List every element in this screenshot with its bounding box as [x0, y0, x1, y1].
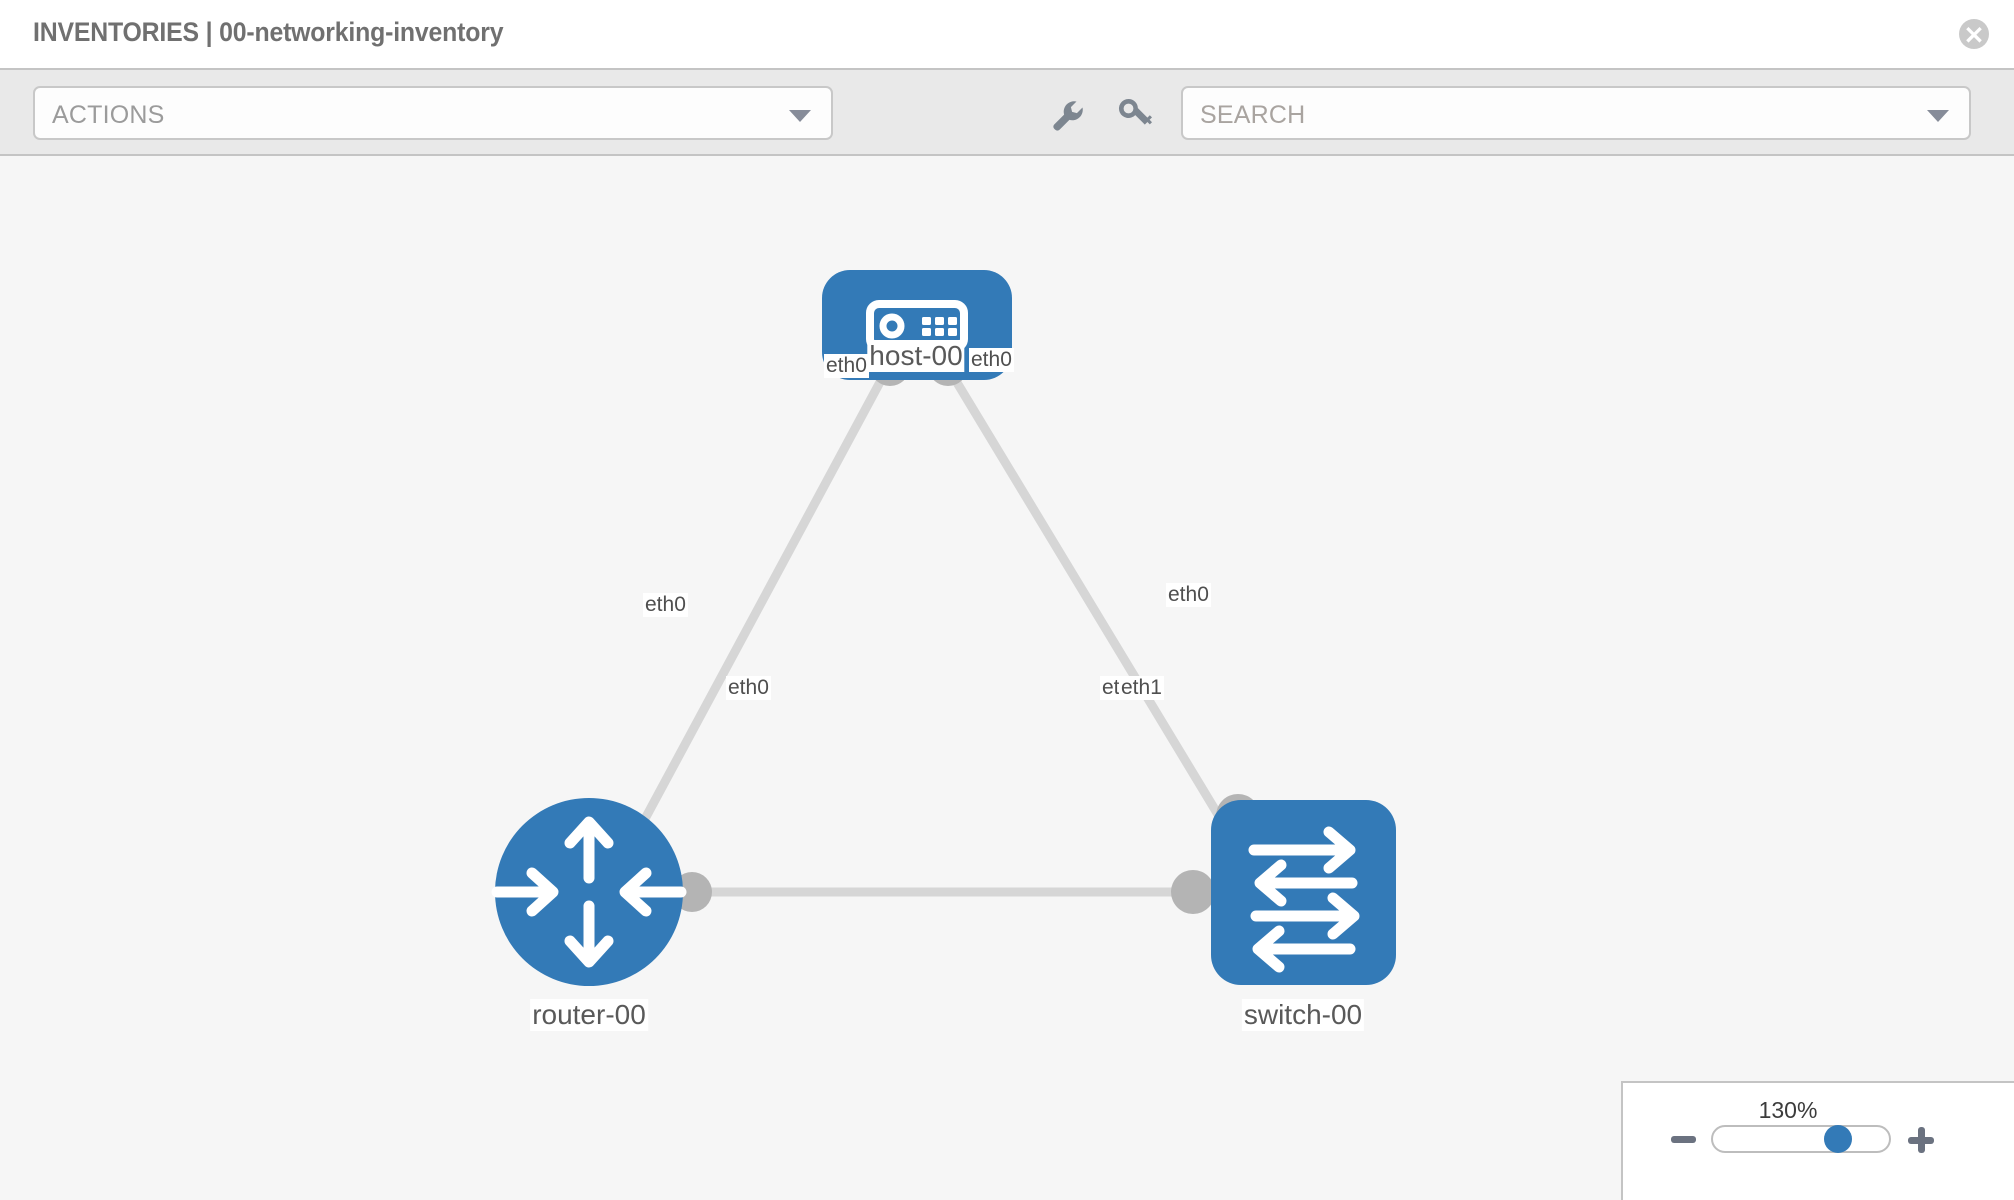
zoom-slider-track[interactable] — [1711, 1125, 1891, 1153]
node-label-host-00: host-00 — [867, 340, 965, 372]
zoom-control-panel: 130% — [1621, 1081, 2014, 1200]
search-input[interactable]: SEARCH — [1181, 86, 1971, 140]
key-icon[interactable] — [1114, 94, 1154, 134]
link-host-switch — [945, 366, 1248, 861]
page-title: INVENTORIES | 00-networking-inventory — [33, 17, 504, 47]
topology-graph — [491, 270, 1396, 986]
edge-label-host-router-host-side: eth0 — [824, 354, 869, 378]
node-router-00 — [491, 798, 687, 986]
page-header: INVENTORIES | 00-networking-inventory — [0, 0, 2014, 68]
edge-label-router-switch-switch-side: eth1 — [1119, 676, 1164, 700]
port-switch-eth1 — [1171, 870, 1215, 914]
actions-dropdown-label: ACTIONS — [52, 101, 165, 129]
zoom-level-value: 130% — [1758, 1097, 1818, 1123]
chevron-down-icon — [789, 110, 811, 122]
edge-label-host-switch-switch-side: eth0 — [1166, 583, 1211, 607]
node-label-router-00: router-00 — [530, 999, 648, 1031]
node-switch-00 — [1211, 800, 1396, 985]
edge-label-host-switch-host-side: eth0 — [969, 348, 1014, 372]
edge-label-host-router-router-side: eth0 — [643, 593, 688, 617]
search-placeholder: SEARCH — [1200, 101, 1306, 129]
close-icon[interactable] — [1959, 19, 1989, 49]
minus-icon[interactable] — [1671, 1136, 1696, 1143]
wrench-icon[interactable] — [1046, 94, 1086, 134]
edge-label-router-switch-router-side: eth0 — [726, 676, 771, 700]
topology-canvas[interactable]: host-00 router-00 switch-00 eth0 eth0 et… — [0, 156, 2014, 1200]
node-label-switch-00: switch-00 — [1241, 999, 1365, 1031]
toolbar: ACTIONS SEARCH — [0, 68, 2014, 156]
zoom-slider-thumb[interactable] — [1824, 1125, 1852, 1153]
actions-dropdown[interactable]: ACTIONS — [33, 86, 833, 140]
link-host-router — [620, 366, 891, 861]
plus-icon[interactable] — [1908, 1127, 1934, 1153]
chevron-down-icon[interactable] — [1927, 110, 1949, 122]
